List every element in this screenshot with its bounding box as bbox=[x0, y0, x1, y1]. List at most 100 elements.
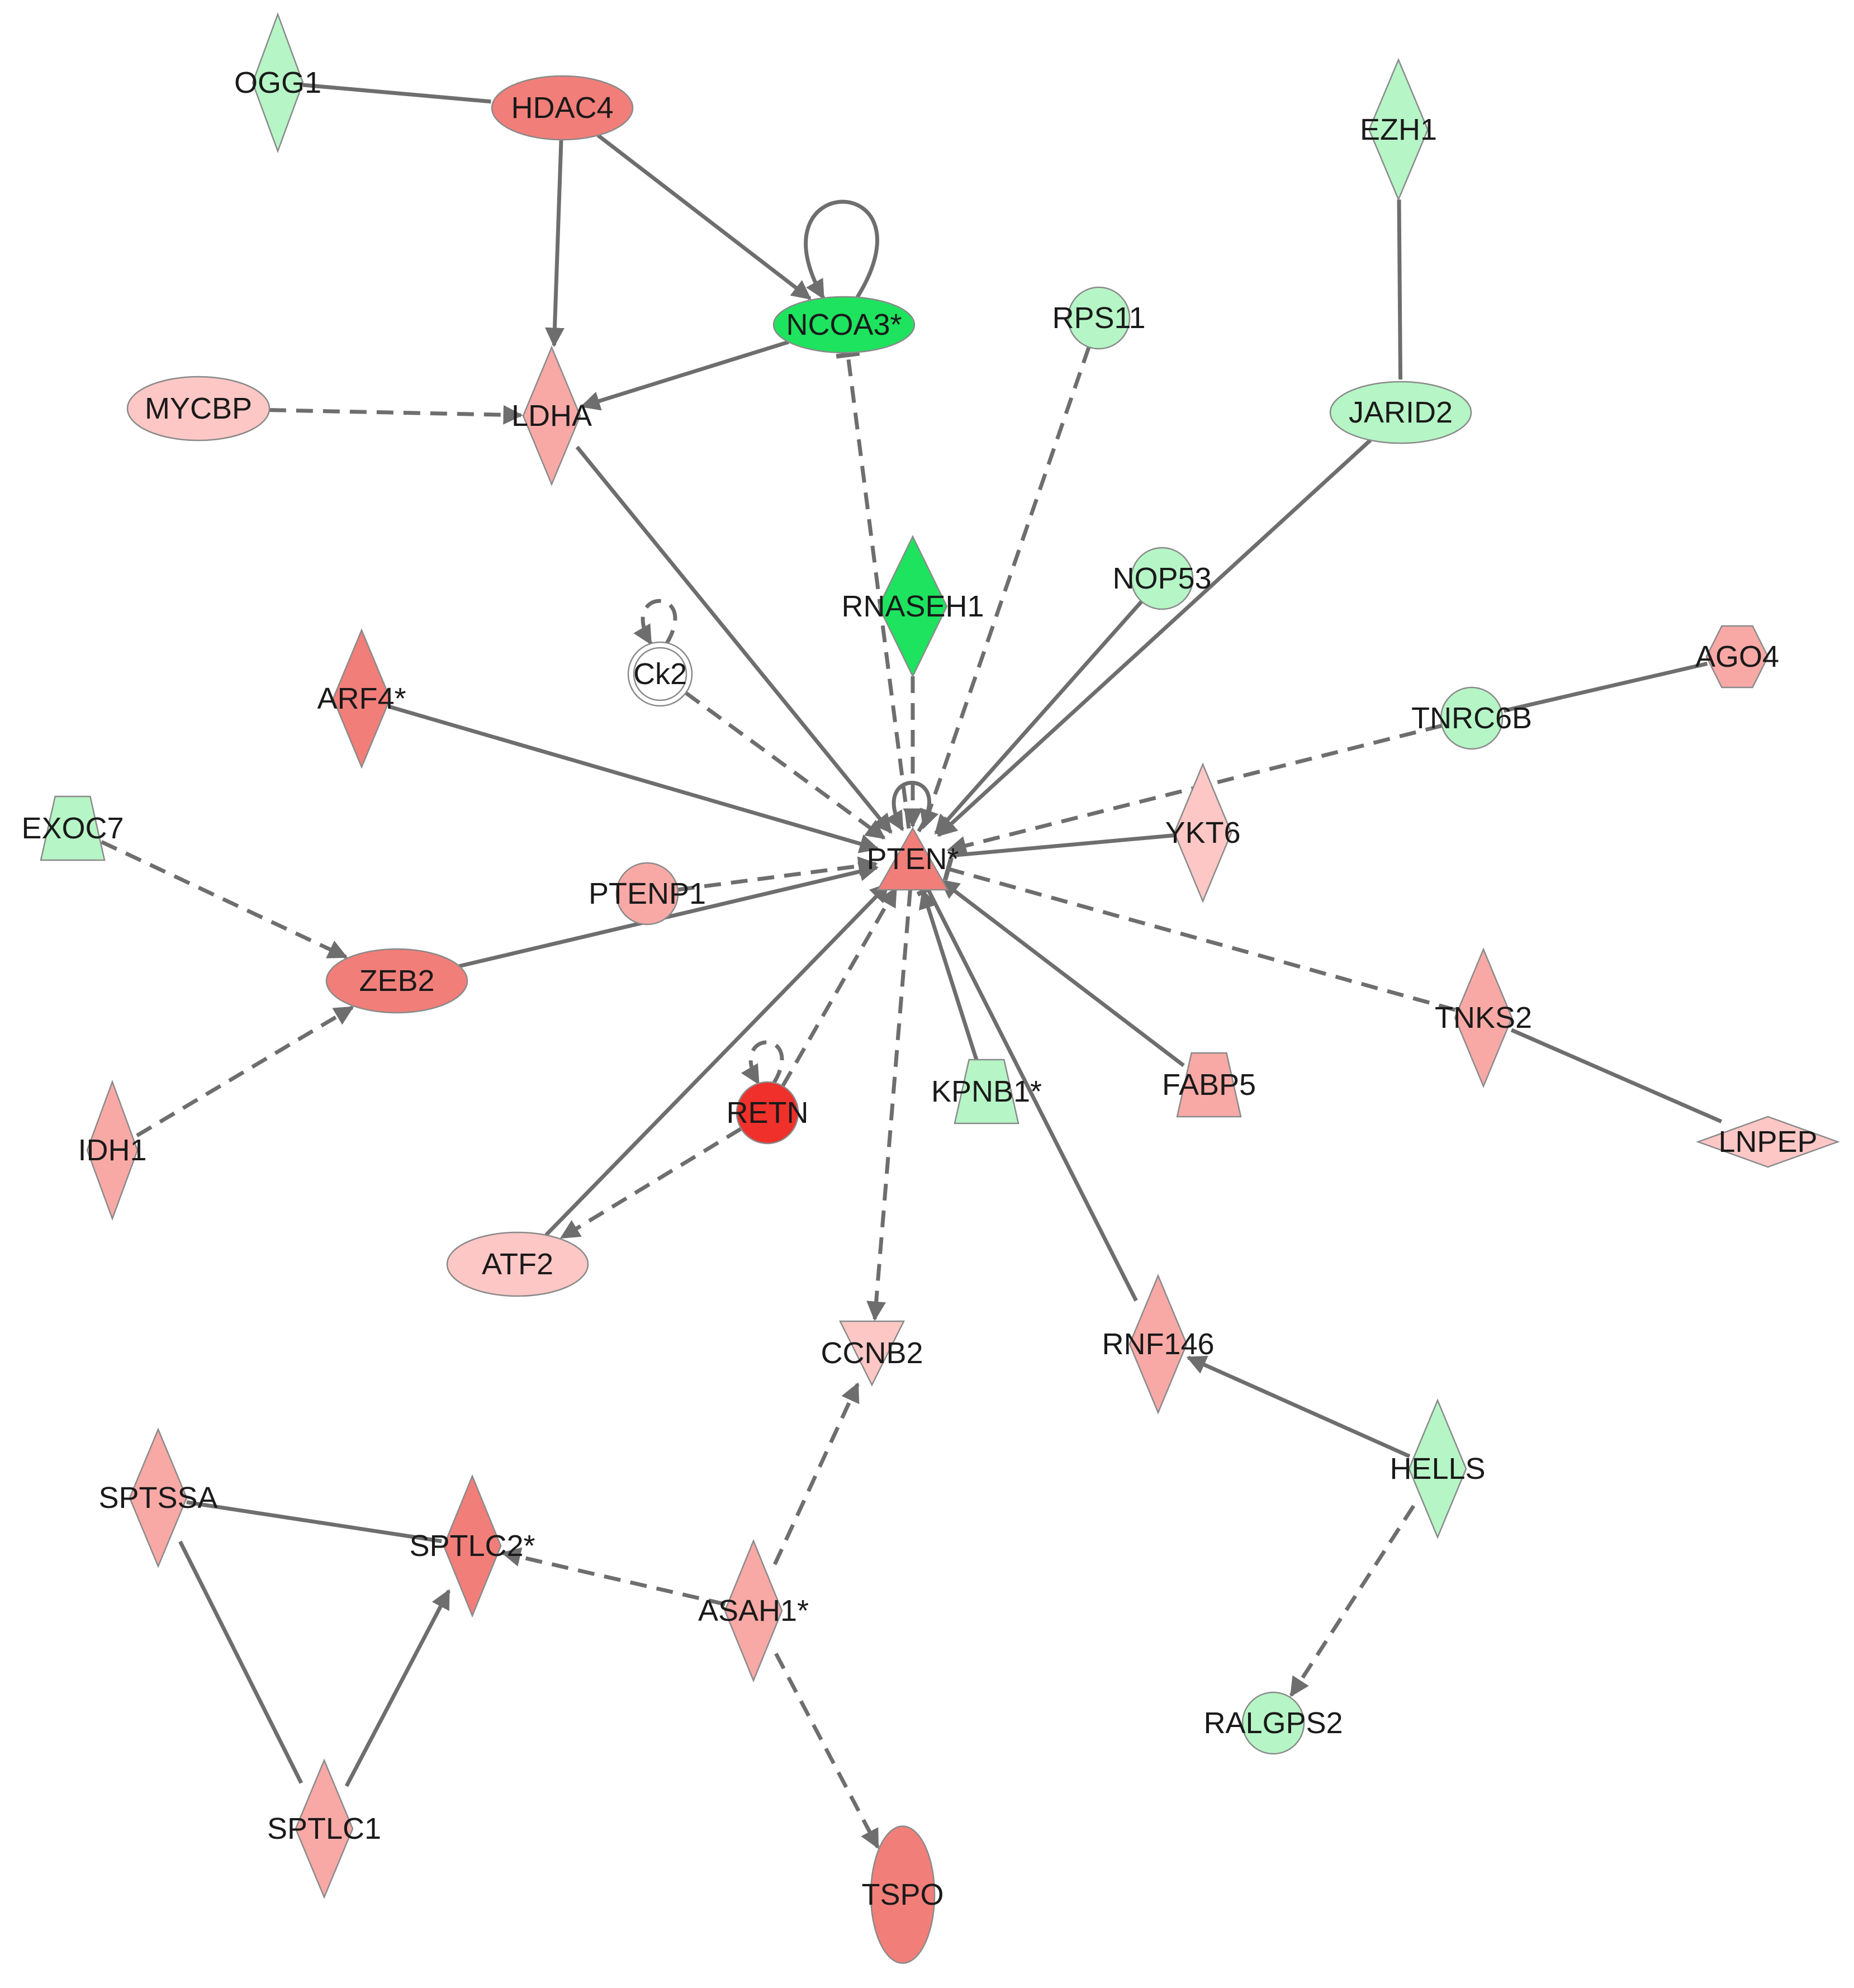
node-rnaseh1-label: RNASEH1 bbox=[841, 590, 984, 623]
edge-idh1-to-zeb2 bbox=[136, 1005, 354, 1137]
node-hells-label: HELLS bbox=[1390, 1452, 1485, 1486]
node-jarid2[interactable]: JARID2 bbox=[1329, 381, 1472, 444]
node-tnrc6b-shape bbox=[1440, 686, 1504, 750]
node-retn-shape bbox=[736, 1081, 799, 1145]
node-ago4-label: AGO4 bbox=[1695, 640, 1779, 673]
node-jarid2-shape bbox=[1329, 381, 1472, 444]
edge-ck2-to-ck2 bbox=[633, 599, 677, 647]
node-sptlc1[interactable]: SPTLC1 bbox=[267, 1758, 381, 1899]
node-ralgps2[interactable]: RALGPS2 bbox=[1203, 1691, 1343, 1755]
node-tspo[interactable]: TSPO bbox=[861, 1825, 944, 1964]
edge-asah1-to-sptlc2 bbox=[501, 1547, 726, 1606]
node-nop53-label: NOP53 bbox=[1112, 562, 1211, 595]
node-asah1-label: ASAH1* bbox=[698, 1594, 809, 1628]
node-ldha-label: LDHA bbox=[511, 399, 592, 433]
node-idh1[interactable]: IDH1 bbox=[78, 1079, 147, 1221]
edge-hdac4-to-ncoa3 bbox=[596, 134, 812, 300]
node-rnf146-label: RNF146 bbox=[1102, 1327, 1214, 1361]
node-ncoa3-label: NCOA3* bbox=[786, 308, 902, 341]
node-sptssa[interactable]: SPTSSA bbox=[98, 1427, 218, 1568]
node-ldha[interactable]: LDHA bbox=[511, 345, 592, 486]
edge-exoc7-to-zeb2 bbox=[101, 840, 348, 959]
edge-ezh1-to-jarid2 bbox=[1397, 199, 1403, 380]
node-rnaseh1-shape bbox=[878, 535, 948, 678]
node-tspo-shape bbox=[870, 1825, 936, 1964]
node-ncoa3[interactable]: NCOA3* bbox=[772, 296, 916, 354]
node-tnrc6b[interactable]: TNRC6B bbox=[1411, 686, 1532, 750]
node-tspo-label: TSPO bbox=[861, 1878, 943, 1911]
node-mycbp-shape bbox=[126, 376, 271, 442]
node-ccnb2-label: CCNB2 bbox=[821, 1336, 923, 1370]
edge-atf2-to-pten bbox=[544, 882, 890, 1237]
node-tnks2[interactable]: TNKS2 bbox=[1435, 947, 1532, 1088]
node-hdac4-shape bbox=[491, 75, 634, 141]
node-ptenp1[interactable]: PTENP1 bbox=[589, 862, 706, 926]
edge-ago4-to-tnrc6b bbox=[1503, 661, 1708, 713]
node-ogg1[interactable]: OGG1 bbox=[234, 12, 321, 154]
edge-pten-to-ccnb2 bbox=[866, 889, 912, 1321]
node-rps11[interactable]: RPS11 bbox=[1052, 286, 1146, 350]
node-exoc7[interactable]: EXOC7 bbox=[21, 795, 124, 861]
edge-asah1-to-ccnb2 bbox=[772, 1382, 860, 1565]
node-atf2[interactable]: ATF2 bbox=[446, 1231, 589, 1297]
node-sptlc2[interactable]: SPTLC2* bbox=[409, 1474, 535, 1618]
node-hdac4[interactable]: HDAC4 bbox=[491, 75, 634, 141]
node-retn[interactable]: RETN bbox=[727, 1081, 809, 1145]
edge-mycbp-to-ldha bbox=[269, 405, 523, 425]
node-kpnb1-shape bbox=[954, 1059, 1020, 1125]
node-ralgps2-shape bbox=[1241, 1691, 1305, 1755]
node-ago4[interactable]: AGO4 bbox=[1695, 625, 1779, 689]
node-rnaseh1[interactable]: RNASEH1 bbox=[841, 535, 984, 678]
edge-retn-to-retn bbox=[741, 1040, 784, 1086]
node-asah1-shape bbox=[724, 1539, 783, 1683]
edge-sptssa-to-sptlc1 bbox=[178, 1540, 304, 1784]
node-ezh1-shape bbox=[1368, 58, 1429, 202]
node-exoc7-label: EXOC7 bbox=[21, 812, 124, 845]
node-nop53[interactable]: NOP53 bbox=[1112, 547, 1212, 610]
node-mycbp-label: MYCBP bbox=[145, 392, 252, 425]
edge-ck2-to-pten bbox=[684, 691, 886, 840]
node-tnrc6b-label: TNRC6B bbox=[1411, 701, 1532, 735]
edge-retn-to-pten bbox=[781, 886, 898, 1088]
node-retn-label: RETN bbox=[727, 1096, 809, 1130]
node-fabp5[interactable]: FABP5 bbox=[1162, 1052, 1256, 1118]
node-ykt6-shape bbox=[1173, 762, 1232, 903]
node-ralgps2-label: RALGPS2 bbox=[1203, 1706, 1343, 1740]
node-sptlc2-label: SPTLC2* bbox=[409, 1529, 535, 1563]
edge-ykt6-to-pten bbox=[949, 833, 1175, 858]
edge-kpnb1-to-pten bbox=[918, 889, 979, 1062]
node-fabp5-label: FABP5 bbox=[1162, 1068, 1256, 1102]
node-ezh1[interactable]: EZH1 bbox=[1360, 58, 1437, 202]
node-arf4-shape bbox=[332, 628, 391, 769]
node-lnpep-shape bbox=[1696, 1116, 1840, 1168]
node-arf4-label: ARF4* bbox=[317, 682, 406, 715]
node-exoc7-shape bbox=[40, 795, 106, 861]
edge-tnks2-to-lnpep bbox=[1510, 1028, 1723, 1123]
edge-ncoa3-to-ncoa3 bbox=[804, 200, 879, 301]
node-rnf146[interactable]: RNF146 bbox=[1102, 1274, 1215, 1415]
node-ogg1-shape bbox=[252, 12, 304, 154]
node-hells-shape bbox=[1408, 1398, 1467, 1539]
node-ck2[interactable]: Ck2 bbox=[627, 641, 693, 707]
node-kpnb1[interactable]: KPNB1* bbox=[931, 1059, 1042, 1125]
node-arf4[interactable]: ARF4* bbox=[317, 628, 406, 769]
node-hells[interactable]: HELLS bbox=[1390, 1398, 1486, 1539]
node-pten[interactable]: PTEN* bbox=[866, 827, 959, 891]
edge-fabp5-to-pten bbox=[939, 879, 1185, 1067]
node-zeb2[interactable]: ZEB2 bbox=[325, 948, 468, 1014]
edge-hdac4-to-ldha bbox=[544, 139, 565, 348]
node-pten-label: PTEN* bbox=[866, 842, 959, 876]
node-sptssa-shape bbox=[129, 1427, 188, 1568]
node-lnpep[interactable]: LNPEP bbox=[1696, 1116, 1840, 1168]
node-ptenp1-label: PTENP1 bbox=[589, 877, 706, 910]
node-ykt6-label: YKT6 bbox=[1165, 816, 1240, 850]
edge-sptssa-to-sptlc2 bbox=[186, 1500, 442, 1544]
node-ccnb2-shape bbox=[838, 1320, 905, 1387]
node-asah1[interactable]: ASAH1* bbox=[698, 1539, 809, 1683]
node-ykt6[interactable]: YKT6 bbox=[1165, 762, 1241, 903]
node-ccnb2[interactable]: CCNB2 bbox=[821, 1320, 923, 1387]
edge-jarid2-to-pten bbox=[937, 439, 1372, 837]
node-mycbp[interactable]: MYCBP bbox=[126, 376, 271, 442]
node-ezh1-label: EZH1 bbox=[1360, 113, 1437, 146]
node-tnks2-shape bbox=[1454, 947, 1513, 1088]
